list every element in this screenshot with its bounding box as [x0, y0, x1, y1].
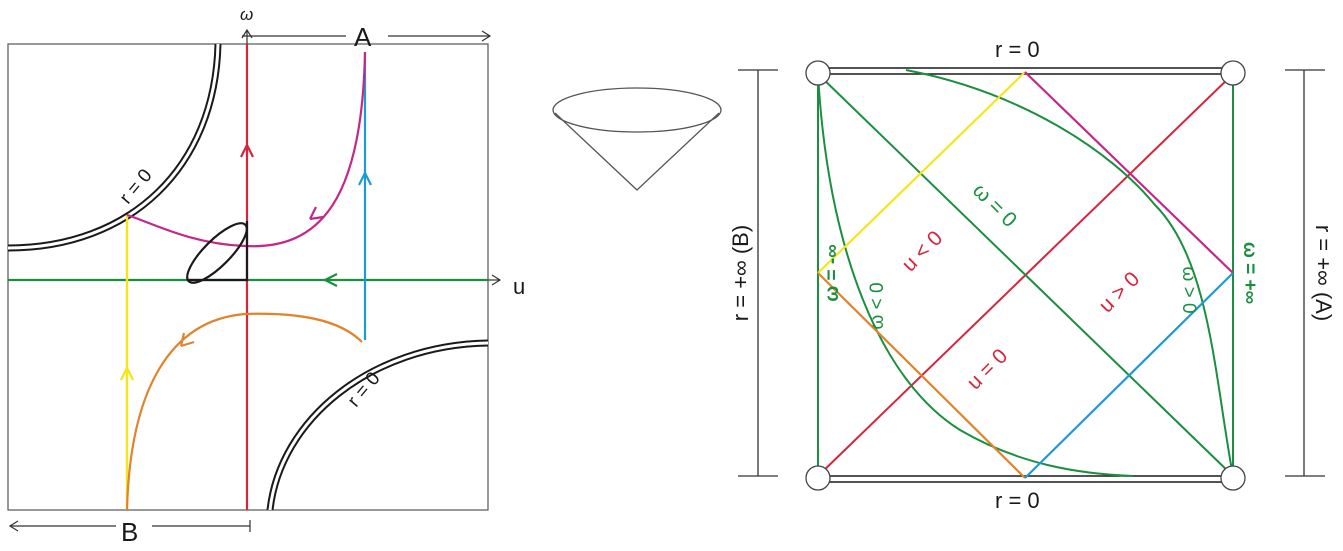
left-bracket	[738, 69, 778, 477]
left-side-label: r = +∞ (B)	[728, 225, 753, 321]
left-diagram: ω u A B r = 0 r = 0	[7, 5, 525, 547]
magenta-diagonal	[1024, 71, 1234, 274]
u-negative-label: u < 0	[898, 227, 948, 277]
omega-minus-inf-label: ω = -∞	[822, 244, 843, 302]
r0-label-lower-right: r = 0	[344, 368, 385, 411]
omega-negative-curve	[817, 73, 1134, 477]
magenta-arrow-icon	[309, 206, 324, 221]
magenta-curve	[126, 51, 367, 248]
right-diagram: r = 0 r = 0 r = +∞ (B) r = +∞ (A) ω = -∞…	[728, 37, 1336, 513]
cyan-arrow-icon	[358, 172, 372, 186]
omega-negative-label: ω < 0	[867, 282, 888, 329]
orange-arrow-icon	[179, 332, 195, 348]
yellow-diagonal	[817, 71, 1026, 274]
omega-axis-label: ω	[240, 5, 253, 24]
right-bracket	[1285, 69, 1325, 477]
label-A-arrow	[242, 30, 492, 42]
r0-curve-lower-right	[266, 339, 488, 510]
top-r0-label: r = 0	[995, 37, 1040, 62]
green-arrow-icon	[324, 273, 338, 287]
label-B-arrow	[8, 520, 251, 532]
right-side-label: r = +∞ (A)	[1311, 225, 1336, 321]
u-axis-label: u	[513, 274, 525, 299]
omega-zero-label: ω = 0	[968, 179, 1021, 232]
corner-node	[1220, 465, 1246, 491]
u-zero-label: u = 0	[963, 345, 1013, 395]
omega-plus-inf-label: ω = +∞	[1239, 242, 1260, 304]
yellow-arrow-icon	[119, 367, 135, 381]
omega-positive-label: ω > 0	[1178, 266, 1199, 313]
r0-curve-upper-left	[8, 44, 222, 252]
u-positive-label: u > 0	[1095, 268, 1145, 318]
u-axis-arrow-icon	[491, 274, 502, 286]
bottom-r0-label: r = 0	[995, 488, 1040, 513]
label-A: A	[354, 22, 372, 52]
omega-zero-diagonal	[817, 73, 1234, 477]
corner-node	[1220, 60, 1246, 86]
corner-node	[805, 465, 831, 491]
orange-diagonal	[817, 272, 1026, 479]
corner-node	[805, 60, 831, 86]
light-cone-icon	[186, 221, 249, 284]
omega-axis-arrow-icon	[241, 28, 253, 39]
red-arrow-icon	[240, 144, 254, 158]
label-B: B	[121, 517, 138, 547]
omega-positive-curve	[905, 69, 1234, 477]
light-cone-reference-icon	[552, 87, 722, 191]
cyan-diagonal	[1024, 272, 1234, 479]
orange-curve	[125, 312, 363, 511]
